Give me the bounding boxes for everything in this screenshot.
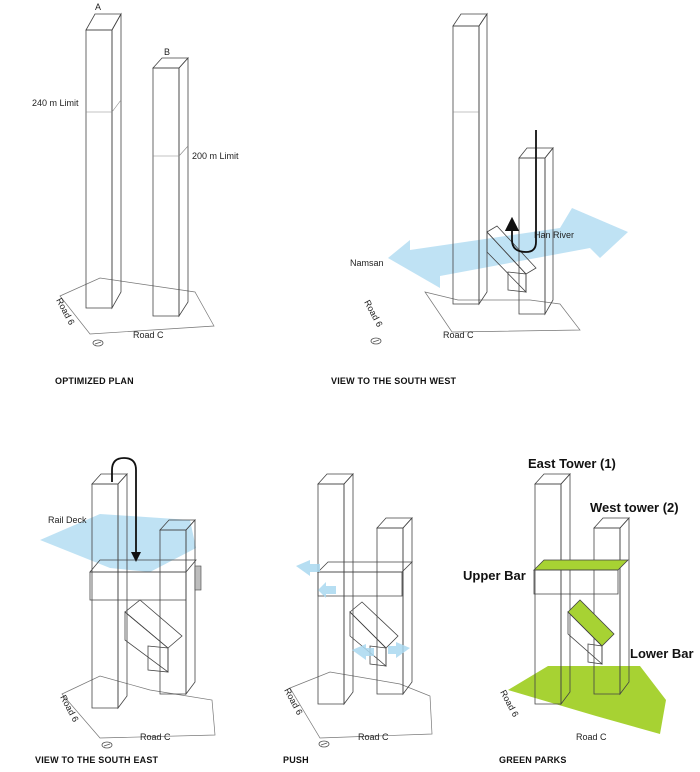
limit-b-label: 200 m Limit — [192, 151, 239, 161]
east-tower-label: East Tower (1) — [528, 456, 616, 471]
upper-bar — [89, 559, 197, 601]
tower-east — [534, 472, 571, 706]
upper-bar — [533, 559, 629, 595]
road-6-label: Road 6 — [362, 298, 384, 328]
tower-west — [593, 516, 630, 696]
north-arrow-icon — [92, 339, 104, 347]
road-6-label: Road 6 — [282, 686, 304, 716]
arrow-head-icon — [131, 552, 141, 562]
road-c-label: Road C — [133, 330, 164, 340]
view-corridor-arrow — [388, 208, 628, 288]
lower-bar-label: Lower Bar — [630, 646, 694, 661]
road-c-label: Road C — [443, 330, 474, 340]
road-c-label: Road C — [140, 732, 171, 742]
caption-push: PUSH — [283, 755, 309, 765]
caption-optimized-plan: OPTIMIZED PLAN — [55, 376, 134, 386]
panel-green-parks: East Tower (1) West tower (2) Upper Bar … — [463, 456, 694, 765]
north-arrow-icon — [318, 740, 330, 748]
tower-right — [159, 518, 202, 696]
tower-tall — [452, 12, 488, 306]
limit-a-label: 240 m Limit — [32, 98, 79, 108]
tower-left — [91, 472, 128, 710]
rotation-arrow-icon — [111, 457, 137, 556]
rotation-arrow-icon — [504, 130, 537, 253]
han-river-label: Han River — [534, 230, 574, 240]
panel-south-west: Namsan Han River Road 6 Road C VIEW TO T… — [331, 12, 628, 386]
caption-south-east: VIEW TO THE SOUTH EAST — [35, 755, 159, 765]
road-6-label: Road 6 — [498, 688, 520, 718]
road-6-label: Road 6 — [54, 296, 76, 326]
green-ground — [508, 666, 666, 734]
lower-bar — [567, 599, 615, 665]
north-arrow-icon — [370, 337, 382, 345]
road-c-label: Road C — [358, 732, 389, 742]
tower-right — [376, 516, 413, 696]
lower-bar — [349, 601, 399, 667]
push-arrows-icon — [296, 560, 410, 660]
site-outline — [61, 675, 216, 739]
tower-b — [152, 56, 189, 318]
bar-block — [486, 225, 537, 293]
panel-optimized-plan: A B 240 m Limit 200 m Limit Road 6 Road … — [32, 2, 239, 386]
caption-south-west: VIEW TO THE SOUTH WEST — [331, 376, 457, 386]
namsan-label: Namsan — [350, 258, 384, 268]
upper-bar — [317, 561, 413, 597]
rail-deck-label: Rail Deck — [48, 515, 87, 525]
site-outline — [289, 671, 433, 739]
caption-green-parks: GREEN PARKS — [499, 755, 567, 765]
road-c-label: Road C — [576, 732, 607, 742]
road-6-label: Road 6 — [58, 693, 80, 723]
tower-b-label: B — [164, 47, 170, 57]
tower-a-label: A — [95, 2, 101, 12]
panel-south-east: Rail Deck Road 6 Road C VIEW TO THE SOUT… — [35, 457, 216, 765]
site-outline — [424, 291, 581, 333]
site-outline — [59, 277, 215, 335]
tower-left — [317, 472, 354, 706]
west-tower-label: West tower (2) — [590, 500, 679, 515]
upper-bar-label: Upper Bar — [463, 568, 526, 583]
panel-push: Road 6 Road C PUSH — [282, 472, 433, 765]
lower-bar — [124, 599, 183, 673]
tower-a — [85, 12, 122, 310]
north-arrow-icon — [101, 741, 113, 749]
